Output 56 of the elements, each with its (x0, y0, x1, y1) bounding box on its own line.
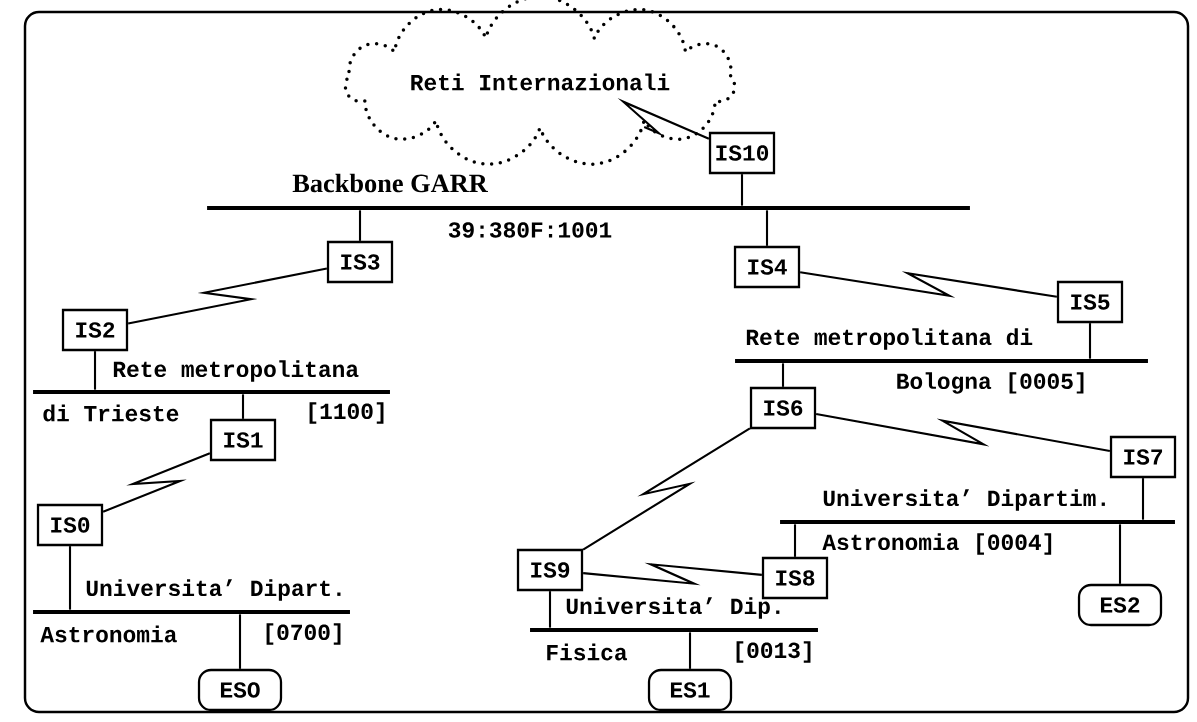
bus-label: Backbone GARR (292, 173, 488, 193)
network-bus (780, 489, 1175, 555)
link-line (548, 591, 552, 628)
bus-label: Rete metropolitana di (746, 328, 1033, 350)
router-box: IS3 (326, 240, 394, 284)
link-line (799, 271, 1058, 298)
bus-label: Universita’ Dipartim. (823, 489, 1105, 511)
router-box: IS5 (1056, 280, 1124, 324)
link-line (93, 351, 97, 390)
link-line (238, 614, 242, 669)
bus-label: Astronomia [0004] (822, 533, 1052, 555)
network-bus (530, 597, 818, 663)
router-box: IS6 (749, 386, 817, 430)
link-line (1141, 478, 1145, 520)
bus-label: Fisica (547, 643, 627, 661)
network-bus (33, 579, 350, 645)
router-box: IS4 (733, 245, 801, 289)
bus-label: Astronomia (40, 625, 177, 643)
link-line (582, 427, 751, 551)
router-box: IS2 (61, 308, 129, 352)
link-line (68, 546, 72, 610)
router-box: IS8 (761, 556, 829, 600)
link-line (765, 210, 769, 246)
router-box: IS9 (516, 548, 584, 592)
link-line (102, 452, 211, 513)
link-line (241, 394, 245, 419)
link-line (127, 267, 328, 325)
bus-label: [1100] (309, 402, 384, 424)
link-line (583, 562, 762, 586)
bus-label: [0013] (736, 641, 811, 663)
router-box: IS7 (1109, 435, 1177, 479)
bus-label: di Trieste (43, 404, 179, 422)
bus-label: Bologna [0005] (897, 372, 1084, 394)
router-box: IS1 (209, 418, 277, 462)
host-box: ES2 (1077, 583, 1163, 627)
router-box: IS10 (708, 131, 776, 175)
host-box: ESO (197, 668, 283, 712)
bus-label: [0700] (266, 623, 341, 645)
bus-label: 39:380F:1001 (448, 222, 612, 238)
bus-label: Universita’ Dipart. (86, 579, 341, 601)
network-bus (207, 173, 970, 238)
router-box: IS0 (36, 503, 104, 547)
link-line (781, 363, 785, 387)
network-bus (735, 328, 1148, 394)
link-line (793, 524, 797, 557)
link-line (617, 98, 710, 140)
network-bus (33, 360, 390, 424)
link-line (740, 174, 744, 206)
link-line (1118, 524, 1122, 584)
link-line (358, 210, 362, 241)
bus-label: Universita’ Dip. (566, 597, 780, 619)
host-box: ES1 (647, 668, 733, 712)
link-line (1088, 323, 1092, 359)
link-line (815, 412, 1111, 453)
bus-label: Rete metropolitana (113, 360, 359, 382)
link-line (688, 632, 692, 669)
